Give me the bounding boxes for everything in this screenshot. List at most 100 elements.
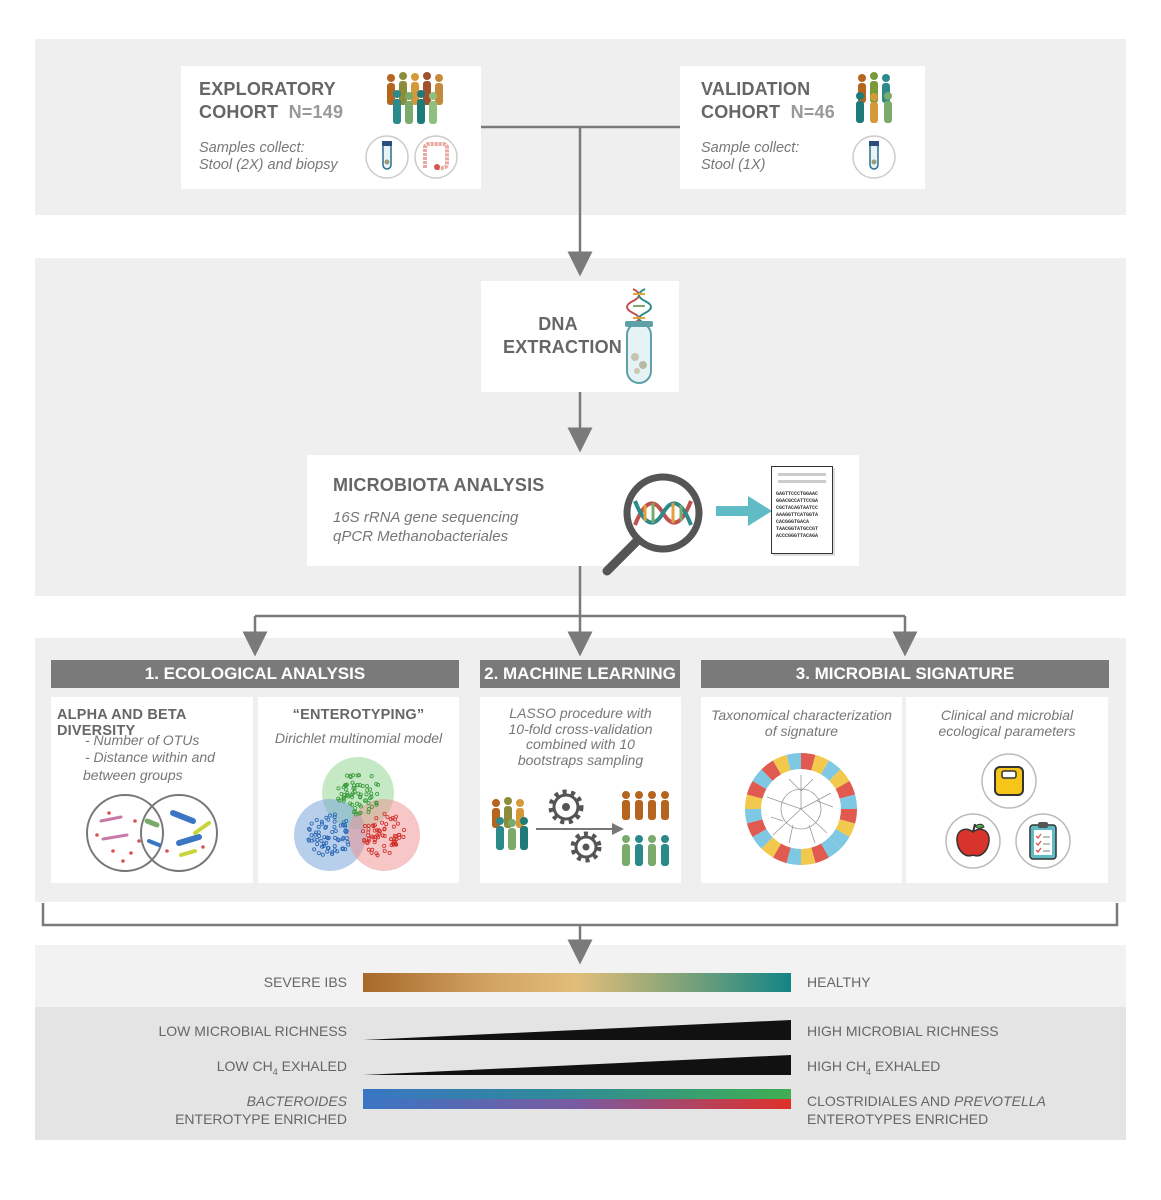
cluster-dot [360,829,365,834]
cluster-dot [350,780,355,785]
sequencing-method: 16S rRNA gene sequencing [333,509,519,526]
cluster-dot [374,781,379,786]
bootstrap-line: bootstraps sampling [517,751,644,768]
cluster-dot [364,784,369,789]
sequence-line: CACGGGTGACA [776,519,810,525]
cluster-dot [322,835,327,840]
cluster-dot [369,791,374,796]
cluster-dot [357,802,362,807]
cluster-dot [341,836,346,841]
cluster-dot [324,835,329,840]
cluster-dot [369,774,374,779]
wheel-segment [829,829,850,849]
stool-tube-icon [365,135,409,179]
cluster-dot [365,833,370,838]
cluster-dot [351,786,356,791]
bacteroides-label: BACTEROIDES ENTEROTYPE ENRICHED [150,1092,347,1128]
sequence-line: AAAGGTTCATGGTA [776,512,819,518]
cluster-dot [344,819,349,824]
exploratory-samples-label: Samples collect: [199,140,305,156]
cluster-dot [355,783,360,788]
cluster-dot [313,832,318,837]
wheel-segment [773,754,791,775]
cluster-dot [316,830,321,835]
cluster-dot [375,835,380,840]
validation-samples-detail: Stool (1X) [701,157,766,173]
cluster-dot [325,849,330,854]
cluster-dot [351,809,356,814]
wheel-segment [835,781,856,799]
colon-biopsy-icon [414,135,458,179]
cluster-dot [368,796,373,801]
high-richness-label: HIGH MICROBIAL RICHNESS [807,1023,999,1039]
enterotyping-title: “ENTEROTYPING” [292,707,425,723]
cluster-dot [366,836,371,841]
cluster-dot [374,816,379,821]
cluster-dot [369,804,374,809]
cluster-dot [330,851,335,856]
cluster-dot [391,824,396,829]
cluster-dot [332,812,337,817]
cluster-dot [362,824,367,829]
clinical-parameters-card: Clinical and microbial ecological parame… [906,697,1108,883]
wheel-segment [811,843,829,864]
cluster-dot [342,795,347,800]
cluster-dot [384,822,389,827]
clinical-line2: ecological parameters [938,723,1076,739]
cluster-dot [332,819,337,824]
alpha-beta-diversity-card: ALPHA AND BETA DIVERSITY - Number of OTU… [51,697,253,883]
cluster-dot [309,821,314,826]
wheel-segment [829,769,850,789]
cluster-dot [319,838,324,843]
cluster-dot [372,823,377,828]
cluster-dot [370,847,375,852]
wheel-segment [761,760,781,781]
cluster-dot [345,773,350,778]
cluster-dot [346,842,351,847]
clinical-line1: Clinical and microbial [940,707,1074,723]
cluster-dot [364,792,369,797]
cluster-dot [401,827,406,832]
cluster-dot [326,817,331,822]
cluster-dot [306,837,311,842]
cluster-dot [353,806,358,811]
sequence-line: TAACGGTATGCCGT [776,526,819,532]
dna-tube-icon [625,288,653,384]
cluster-dot [374,851,379,856]
dna-label: DNA [538,314,578,334]
cluster-dot [324,840,329,845]
cluster-dot [341,792,346,797]
machine-learning-card: LASSO procedure with 10-fold cross-valid… [480,697,681,883]
cluster-dot [343,829,348,834]
distance-item-cont: between groups [83,767,183,783]
machine-learning-header: 2. MACHINE LEARNING [480,660,680,688]
low-ch4-suffix: EXHALED [277,1058,347,1074]
sequence-line: GAGTTCCCTGGAAC [776,491,819,497]
cluster-dot [382,848,387,853]
cluster-dot [366,823,371,828]
cluster-dot [332,815,337,820]
cluster-dot [375,828,380,833]
sequence-line: ACCCGGGTTACAGA [776,533,819,539]
cluster-dot [372,840,377,845]
combined-line: combined with 10 [526,736,635,752]
cluster-dot [375,853,380,858]
high-ch4-suffix: EXHALED [871,1058,941,1074]
cluster-dot [343,824,348,829]
cluster-dot [335,849,340,854]
cluster-dot [307,827,312,832]
severe-ibs-label: SEVERE IBS [263,974,347,990]
wheel-segment [839,794,857,809]
wheel-segment [745,794,763,809]
cluster-dot [320,821,325,826]
clipboard-icon [1015,813,1071,869]
cluster-dot [389,837,394,842]
cluster-dot [337,798,342,803]
validation-n: N=46 [790,102,835,122]
stool-tube-icon-validation [852,135,896,179]
cluster-dot [353,810,358,815]
wheel-segment [801,753,816,771]
magnifier-dna-icon [602,473,703,576]
cluster-dot [345,840,350,845]
wheel-segment [761,837,781,858]
